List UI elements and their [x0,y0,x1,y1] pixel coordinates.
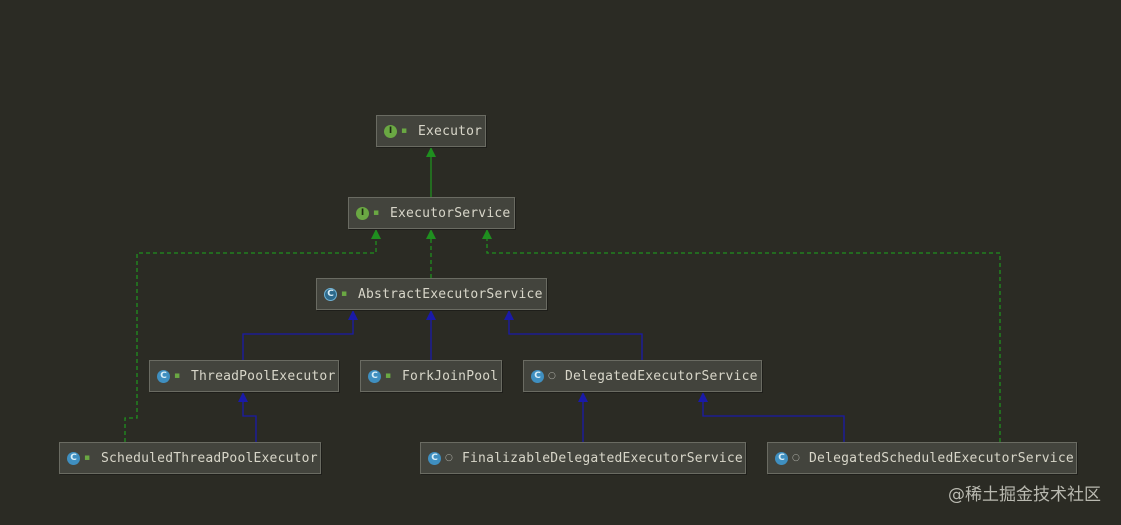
abstract-class-icon: C [324,287,337,301]
uml-node-delegated-executor-service[interactable]: C ○ DelegatedExecutorService [523,360,762,392]
package-visibility-icon: ○ [548,371,556,381]
static-class-icon: C [428,451,441,465]
public-visibility-icon: ▪ [174,371,181,381]
arrowhead-executorservice-center [426,229,436,239]
public-visibility-icon: ▪ [341,289,348,299]
edge-delegated-to-abstract [508,310,643,360]
uml-node-abstract-executor-service[interactable]: C ▪ AbstractExecutorService [316,278,547,310]
uml-node-label: FinalizableDelegatedExecutorService [462,450,743,466]
uml-node-executor-service[interactable]: I ▪ ExecutorService [348,197,515,229]
watermark: @稀土掘金技术社区 [948,485,1101,505]
edge-delegatedscheduled-to-executorservice [486,229,1001,442]
uml-node-label: ScheduledThreadPoolExecutor [101,450,318,466]
uml-node-label: DelegatedScheduledExecutorService [809,450,1074,466]
uml-node-delegated-scheduled-executor-service[interactable]: C ○ DelegatedScheduledExecutorService [767,442,1077,474]
class-icon: C [67,451,80,465]
arrowhead-delegated-left [578,392,588,402]
class-icon: C [368,369,381,383]
uml-node-executor[interactable]: I ▪ Executor [376,115,486,147]
public-visibility-icon: ▪ [401,126,408,136]
uml-node-scheduled-thread-pool-executor[interactable]: C ▪ ScheduledThreadPoolExecutor [59,442,321,474]
arrowhead-executorservice-right [482,229,492,239]
edge-delegatedscheduled-to-delegated [702,392,845,442]
uml-node-label: ThreadPoolExecutor [191,368,336,384]
interface-icon: I [384,124,397,138]
class-icon: C [157,369,170,383]
uml-node-thread-pool-executor[interactable]: C ▪ ThreadPoolExecutor [149,360,339,392]
edge-threadpool-to-abstract [242,310,354,360]
uml-node-label: DelegatedExecutorService [565,368,758,384]
arrowhead-threadpool [238,392,248,402]
uml-node-fork-join-pool[interactable]: C ▪ ForkJoinPool [360,360,502,392]
public-visibility-icon: ▪ [373,208,380,218]
static-class-icon: C [775,451,788,465]
edge-scheduled-to-threadpool [242,392,257,442]
interface-icon: I [356,206,369,220]
public-visibility-icon: ▪ [84,453,91,463]
arrowhead-executorservice-left [371,229,381,239]
uml-node-label: ForkJoinPool [402,368,499,384]
uml-node-label: AbstractExecutorService [358,286,543,302]
uml-node-label: Executor [418,123,483,139]
arrowhead-abstract-right [504,310,514,320]
package-visibility-icon: ○ [792,453,800,463]
public-visibility-icon: ▪ [385,371,392,381]
uml-node-finalizable-delegated-executor-service[interactable]: C ○ FinalizableDelegatedExecutorService [420,442,746,474]
arrowhead-abstract-center [426,310,436,320]
uml-node-label: ExecutorService [390,205,511,221]
edge-scheduled-to-executorservice [124,229,377,442]
package-visibility-icon: ○ [445,453,453,463]
arrowhead-executor [426,147,436,157]
arrowhead-delegated-right [698,392,708,402]
static-class-icon: C [531,369,544,383]
arrowhead-abstract-left [348,310,358,320]
